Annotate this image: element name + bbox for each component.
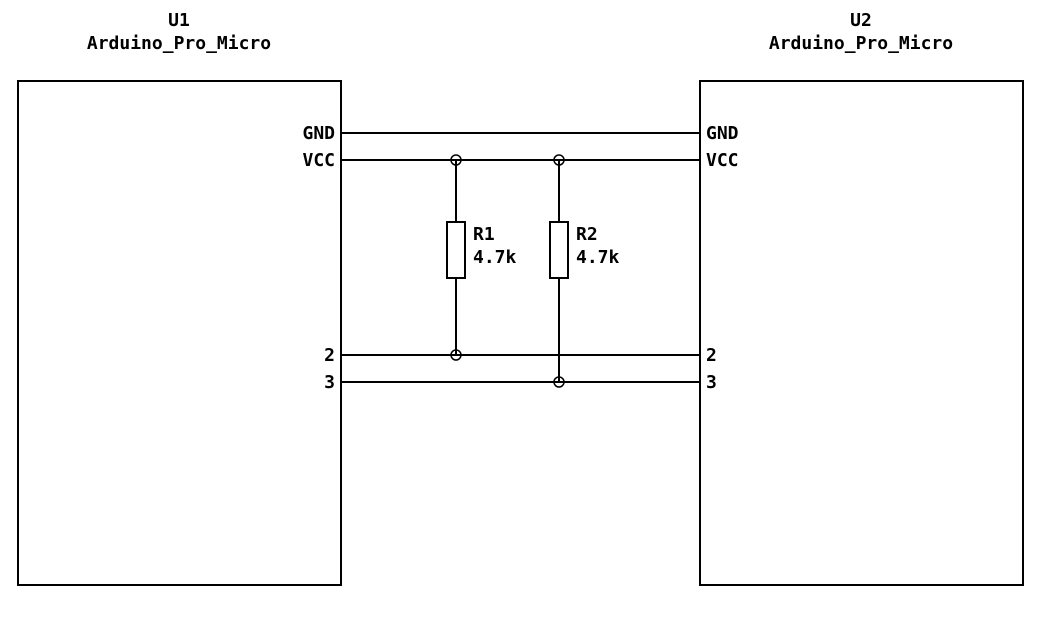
component-r2: R2 4.7k [549, 221, 620, 279]
junctions [450, 154, 565, 388]
u1-pin-gnd-label: GND [302, 123, 335, 144]
u2-pin-2-label: 2 [706, 345, 717, 366]
junction-r1-vcc [450, 154, 462, 166]
r2-value-label: 4.7k [576, 247, 620, 268]
junction-r1-pin2 [450, 349, 462, 361]
u2-pin-3-label: 3 [706, 372, 717, 393]
u1-pin-2-label: 2 [324, 345, 335, 366]
r2-reference-label: R2 [576, 224, 598, 245]
u2-value-label: Arduino_Pro_Micro [769, 33, 953, 54]
r1-body [446, 221, 466, 279]
u2-pin-gnd-label: GND [706, 123, 739, 144]
junction-r2-vcc [553, 154, 565, 166]
u1-pin-vcc-label: VCC [302, 150, 335, 171]
r1-value-label: 4.7k [473, 247, 517, 268]
u1-pin-3-label: 3 [324, 372, 335, 393]
u2-body-outline [699, 80, 1024, 586]
u1-body-outline [17, 80, 342, 586]
r1-reference-label: R1 [473, 224, 495, 245]
r2-body [549, 221, 569, 279]
junction-r2-pin3 [553, 376, 565, 388]
component-r1: R1 4.7k [446, 221, 517, 279]
u1-reference-label: U1 [168, 10, 190, 31]
u2-pin-vcc-label: VCC [706, 150, 739, 171]
wires [341, 132, 700, 383]
component-u2: U2 Arduino_Pro_Micro GND VCC 2 3 [699, 10, 1024, 586]
u1-value-label: Arduino_Pro_Micro [87, 33, 271, 54]
u2-reference-label: U2 [850, 10, 872, 31]
component-u1: U1 Arduino_Pro_Micro GND VCC 2 3 [17, 10, 342, 586]
